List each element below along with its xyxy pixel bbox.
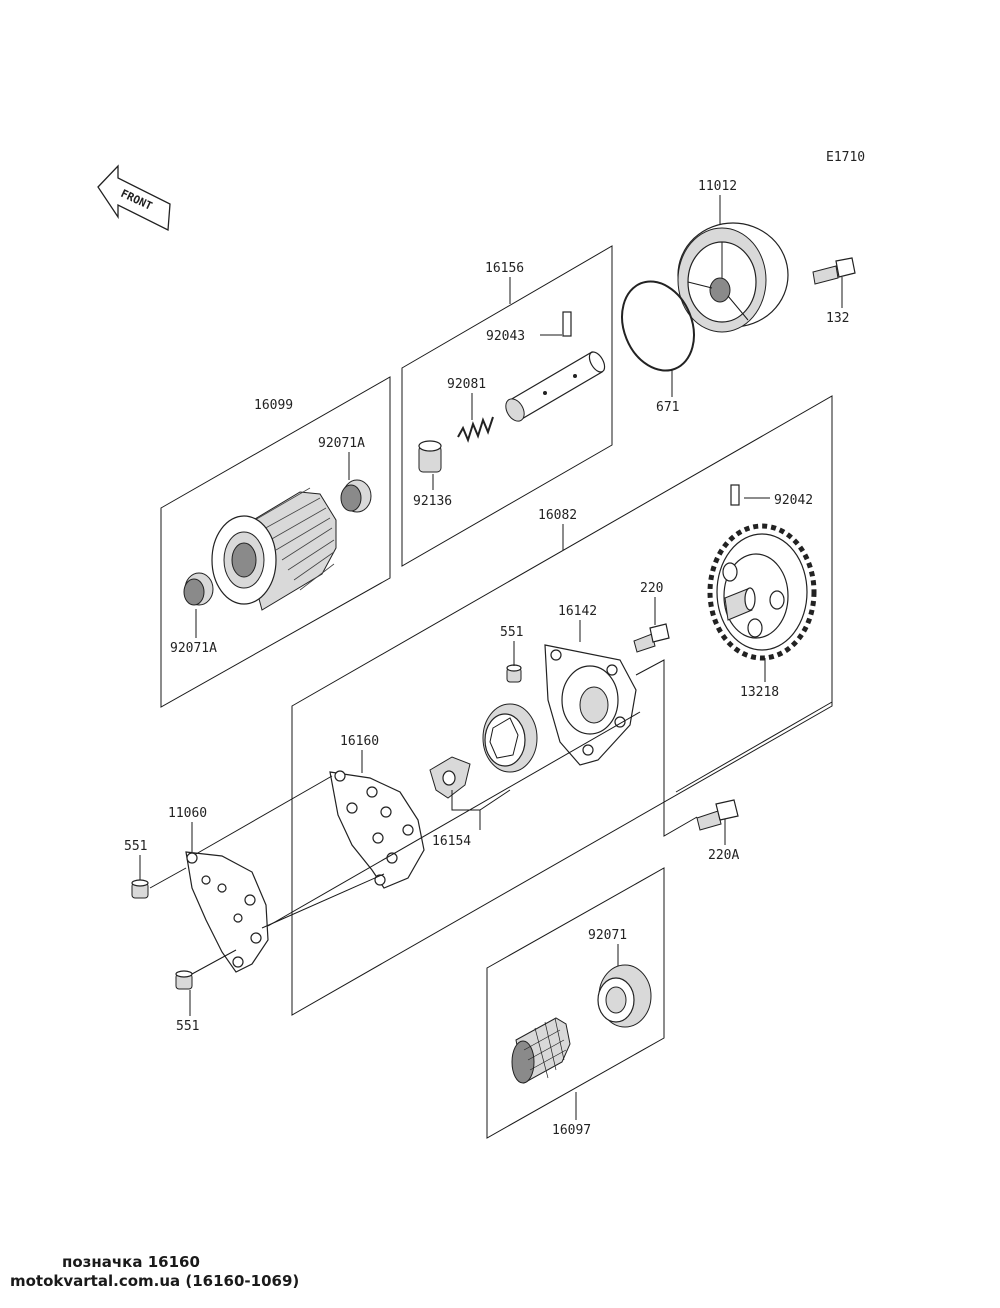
label-92071: 92071 xyxy=(588,928,627,943)
pin-92043 xyxy=(562,311,572,337)
label-92071a-top: 92071A xyxy=(318,436,365,451)
label-92136: 92136 xyxy=(413,494,452,509)
collar-92136 xyxy=(418,440,442,473)
label-16142: 16142 xyxy=(558,604,597,619)
grommet-92071a-bottom xyxy=(183,572,214,606)
spring-92081 xyxy=(457,416,494,443)
gasket-11060 xyxy=(185,851,269,973)
front-arrow-icon: FRONT xyxy=(97,164,171,232)
oil-pump-cover-11012 xyxy=(677,222,789,333)
dowel-551-top xyxy=(506,664,522,683)
box-16097 xyxy=(486,867,665,1139)
label-16160: 16160 xyxy=(340,734,379,749)
caption-part-reference: позначка 16160 xyxy=(62,1253,200,1271)
label-92043: 92043 xyxy=(486,329,525,344)
pin-92042 xyxy=(730,484,740,506)
label-92042: 92042 xyxy=(774,493,813,508)
caption-source: motokvartal.com.ua (16160-1069) xyxy=(10,1272,300,1290)
bolt-220a xyxy=(696,799,739,831)
box-16099 xyxy=(160,376,391,708)
label-220a: 220A xyxy=(708,848,739,863)
label-11012: 11012 xyxy=(698,179,737,194)
oil-filter-element xyxy=(211,487,337,611)
label-551-bottom: 551 xyxy=(176,1019,199,1034)
bolt-220 xyxy=(633,623,670,653)
grommet-92071a-top xyxy=(340,479,372,513)
label-132: 132 xyxy=(826,311,849,326)
box-16156 xyxy=(401,245,613,567)
dowel-551-bottom xyxy=(175,970,193,990)
label-11060: 11060 xyxy=(168,806,207,821)
pump-body-16142 xyxy=(544,644,637,766)
label-551-left: 551 xyxy=(124,839,147,854)
relief-valve-piston xyxy=(505,351,606,422)
bolt-132 xyxy=(812,257,856,285)
label-220: 220 xyxy=(640,581,663,596)
label-551-top: 551 xyxy=(500,625,523,640)
label-13218: 13218 xyxy=(740,685,779,700)
label-671: 671 xyxy=(656,400,679,415)
label-16082: 16082 xyxy=(538,508,577,523)
outer-rotor xyxy=(482,703,538,773)
label-92071a-bottom: 92071A xyxy=(170,641,217,656)
label-16154: 16154 xyxy=(432,834,471,849)
seal-92071 xyxy=(597,964,652,1028)
label-16156: 16156 xyxy=(485,261,524,276)
diagram-code: E1710 xyxy=(826,150,865,165)
oil-strainer xyxy=(511,1017,571,1084)
gear-13218 xyxy=(707,523,817,661)
plate-16160 xyxy=(329,770,425,889)
label-16099: 16099 xyxy=(254,398,293,413)
inner-rotor xyxy=(429,756,471,799)
label-16097: 16097 xyxy=(552,1123,591,1138)
dowel-551-left xyxy=(131,879,149,899)
label-92081: 92081 xyxy=(447,377,486,392)
